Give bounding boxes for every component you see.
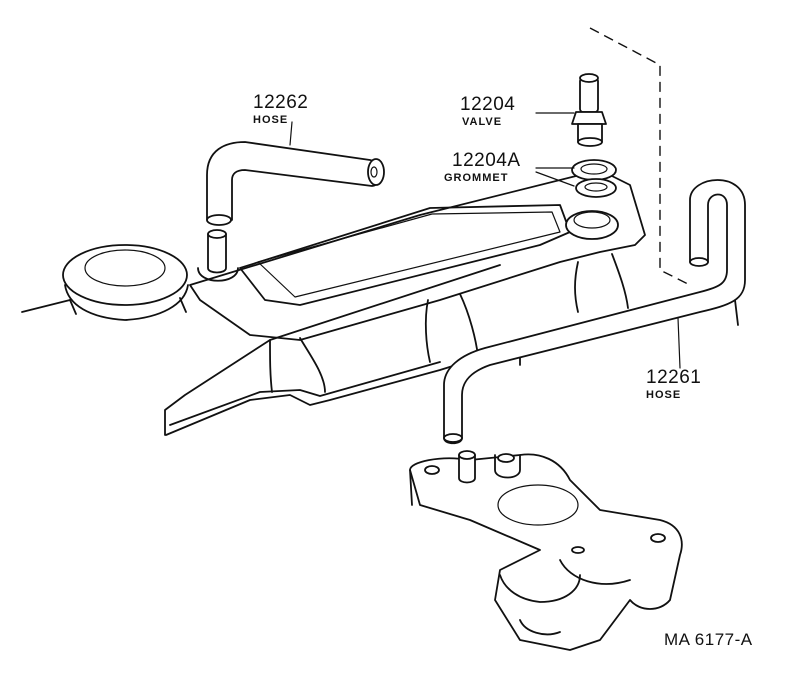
cover-nipple: [197, 229, 239, 282]
part-number-label: 12204A: [452, 150, 521, 171]
callout-12204A: 12204A GROMMET: [444, 150, 521, 184]
callout-12204: 12204 VALVE: [460, 94, 515, 128]
callout-12261: 12261 HOSE: [646, 367, 701, 401]
part-name-label: HOSE: [253, 114, 288, 126]
callout-12262: 12262 HOSE: [253, 92, 308, 126]
dashed-reference-line: [589, 27, 691, 286]
part-name-label: VALVE: [462, 116, 502, 128]
intake-flange: [409, 453, 683, 651]
pcv-valve-12204: [571, 73, 607, 147]
leader-lines: [289, 112, 681, 369]
flange-nipple: [458, 450, 476, 484]
hose-12261: [443, 179, 746, 445]
oil-filler-cap: [62, 244, 189, 321]
grommet-12204A: [571, 159, 617, 198]
diagram-reference-code: MA 6177-A: [664, 630, 753, 649]
hose-12262: [206, 141, 385, 226]
part-number-label: 12262: [253, 92, 308, 113]
grommet-seat: [565, 210, 619, 240]
part-number-label: 12204: [460, 94, 515, 115]
part-number-label: 12261: [646, 367, 701, 388]
part-name-label: GROMMET: [444, 172, 508, 184]
part-name-label: HOSE: [646, 389, 681, 401]
